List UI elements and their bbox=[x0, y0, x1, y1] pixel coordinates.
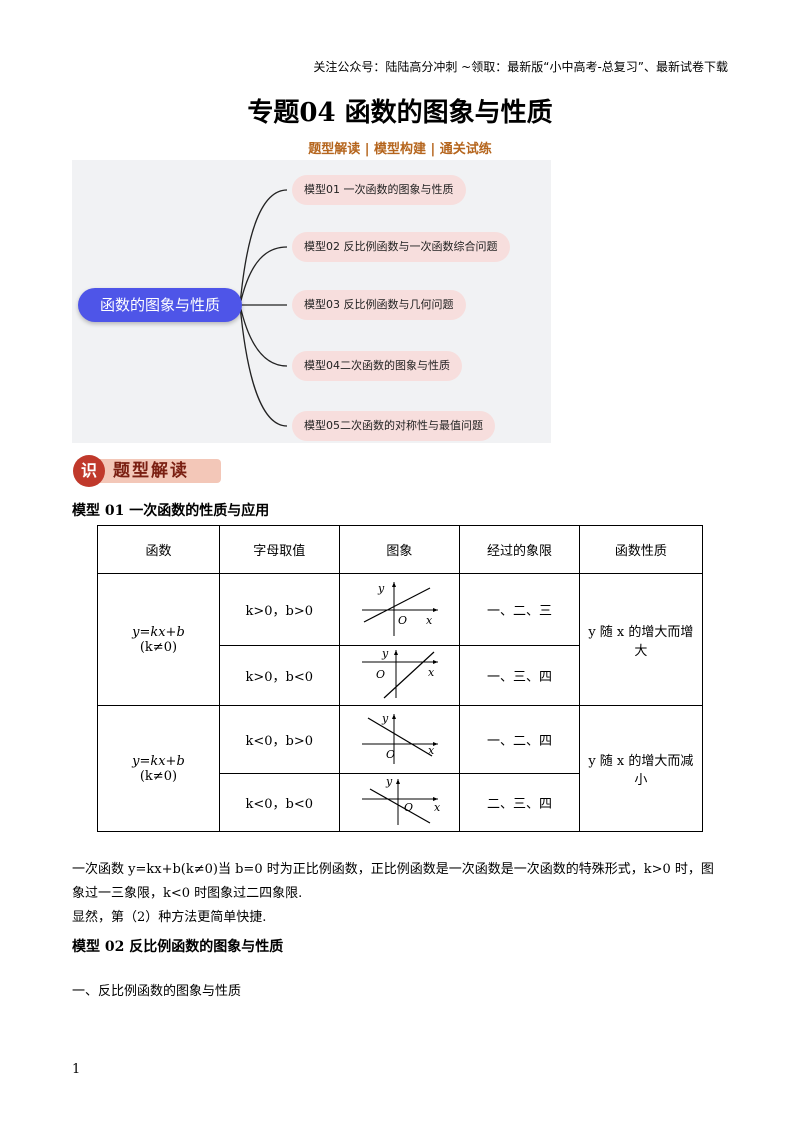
page-header: 关注公众号：陆陆高分冲刺 ~领取：最新版“小中高考-总复习”、最新试卷下载 bbox=[313, 60, 728, 74]
property-text: y 随 x 的增大而增 bbox=[588, 624, 694, 640]
page-number: 1 bbox=[72, 1062, 81, 1077]
section2-subheading: 一、反比例函数的图象与性质 bbox=[72, 984, 242, 999]
graph-cell: y O x bbox=[338, 573, 461, 646]
table-header-cell: 图象 bbox=[338, 525, 461, 574]
paragraph-line: 象过一三象限，k<0 时图象过二四象限. bbox=[72, 886, 303, 901]
mind-map: 函数的图象与性质 模型01 一次函数的图象与性质 模型02 反比例函数与一次函数… bbox=[72, 160, 551, 443]
property-text-cont: 小 bbox=[634, 772, 648, 788]
axis-x-label: x bbox=[428, 744, 435, 757]
table-row: k<0，b<0 y O x 二、三、四 bbox=[98, 773, 703, 832]
axis-origin-label: O bbox=[386, 748, 395, 761]
section1-heading: 模型 01 一次函数的性质与应用 bbox=[72, 503, 270, 519]
linear-function-table: 函数 字母取值 图象 经过的象限 函数性质 y=kx+b (k≠0) k>0，b… bbox=[97, 525, 704, 832]
axis-y-label: y bbox=[381, 648, 389, 660]
badge-circle-icon: 识 bbox=[73, 455, 105, 487]
axis-x-label: x bbox=[428, 666, 435, 679]
property-cell: y 随 x 的增大而增 大 bbox=[578, 573, 704, 706]
values-cell: k>0，b>0 bbox=[218, 573, 340, 646]
paragraph-line: 显然，第（2）种方法更简单快捷. bbox=[72, 910, 267, 925]
mind-map-center: 函数的图象与性质 bbox=[78, 288, 242, 322]
function-condition: (k≠0) bbox=[139, 768, 178, 784]
axis-origin-label: O bbox=[376, 668, 385, 681]
function-formula: y=kx+b bbox=[132, 753, 185, 769]
table-header-row: 函数 字母取值 图象 经过的象限 函数性质 bbox=[97, 525, 704, 574]
badge-label: 题型解读 bbox=[113, 461, 189, 481]
mind-map-node-model05: 模型05二次函数的对称性与最值问题 bbox=[292, 411, 495, 441]
page-title: 专题04 函数的图象与性质 bbox=[247, 98, 553, 128]
axis-y-label: y bbox=[381, 712, 389, 725]
table-header-cell: 函数 bbox=[97, 525, 220, 574]
section-badge: 识 题型解读 bbox=[73, 455, 223, 487]
axis-y-label: y bbox=[385, 775, 393, 788]
paragraph-line: 一次函数 y=kx+b(k≠0)当 b=0 时为正比例函数，正比例函数是一次函数… bbox=[72, 862, 714, 877]
quadrants-cell: 一、三、四 bbox=[459, 645, 580, 706]
graph-kpos-bpos: y O x bbox=[362, 581, 439, 636]
quadrants-cell: 二、三、四 bbox=[459, 773, 580, 832]
quadrants-cell: 一、二、四 bbox=[459, 705, 580, 774]
function-cell: y=kx+b (k≠0) bbox=[97, 573, 220, 706]
table-header-cell: 经过的象限 bbox=[459, 525, 580, 574]
graph-cell: y O x bbox=[338, 705, 461, 774]
table-header-cell: 函数性质 bbox=[578, 525, 704, 574]
axis-y-label: y bbox=[377, 582, 385, 595]
mind-map-node-model04: 模型04二次函数的图象与性质 bbox=[292, 351, 462, 381]
graph-kneg-bneg: y O x bbox=[362, 775, 441, 825]
section2-heading: 模型 02 反比例函数的图象与性质 bbox=[72, 939, 284, 955]
mind-map-connectors bbox=[239, 189, 288, 427]
table-header-cell: 字母取值 bbox=[218, 525, 340, 574]
badge-background bbox=[95, 459, 221, 483]
quadrants-cell: 一、二、三 bbox=[459, 573, 580, 646]
axis-x-label: x bbox=[426, 614, 433, 627]
property-text-cont: 大 bbox=[634, 643, 648, 659]
graph-cell: y O x bbox=[338, 773, 461, 832]
table-row: k>0，b<0 y O x 一、三、四 bbox=[98, 645, 703, 706]
function-formula: y=kx+b bbox=[132, 624, 185, 640]
axis-x-label: x bbox=[434, 801, 441, 814]
page-subtitle: 题型解读 | 模型构建 | 通关试练 bbox=[308, 142, 492, 157]
property-text: y 随 x 的增大而减 bbox=[588, 753, 694, 769]
table-row: y=kx+b (k≠0) k<0，b>0 y O x 一、二、四 y 随 x 的… bbox=[97, 705, 704, 832]
graph-kpos-bneg: y O x bbox=[362, 647, 439, 698]
property-cell: y 随 x 的增大而减 小 bbox=[578, 705, 704, 832]
axis-origin-label: O bbox=[398, 614, 407, 627]
function-condition: (k≠0) bbox=[139, 639, 178, 655]
mind-map-node-model02: 模型02 反比例函数与一次函数综合问题 bbox=[292, 232, 510, 262]
mind-map-node-model03: 模型03 反比例函数与几何问题 bbox=[292, 290, 466, 320]
axis-origin-label: O bbox=[404, 801, 413, 814]
values-cell: k<0，b>0 bbox=[218, 705, 340, 774]
graph-kneg-bpos: y O x bbox=[362, 712, 439, 764]
mind-map-node-model01: 模型01 一次函数的图象与性质 bbox=[292, 175, 466, 205]
values-cell: k<0，b<0 bbox=[218, 773, 340, 832]
paragraph-linear-note: 一次函数 y=kx+b(k≠0)当 b=0 时为正比例函数，正比例函数是一次函数… bbox=[72, 858, 728, 930]
table-row: y=kx+b (k≠0) k>0，b>0 y O x 一、二、三 y 随 x 的… bbox=[97, 573, 704, 706]
values-cell: k>0，b<0 bbox=[218, 645, 340, 706]
function-cell: y=kx+b (k≠0) bbox=[97, 705, 220, 832]
graph-cell: y O x bbox=[338, 645, 461, 706]
